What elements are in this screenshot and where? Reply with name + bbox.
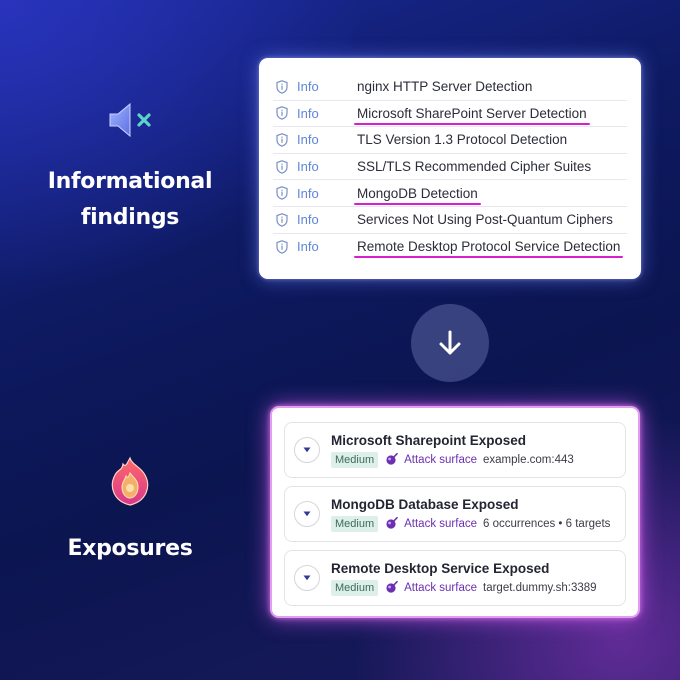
finding-row[interactable]: Info Services Not Using Post-Quantum Cip… (273, 207, 627, 234)
severity-badge: Medium (331, 579, 379, 596)
finding-name: TLS Version 1.3 Protocol Detection (357, 132, 568, 148)
finding-name: Services Not Using Post-Quantum Ciphers (357, 212, 613, 228)
exposure-card[interactable]: MongoDB Database Exposed Medium Attack s… (284, 486, 626, 542)
informational-title-line1: Informational (47, 169, 213, 194)
attack-surface-label: Attack surface (404, 517, 477, 530)
shield-info-icon (276, 79, 288, 94)
finding-row[interactable]: Info TLS Version 1.3 Protocol Detection (273, 127, 627, 154)
finding-name: SSL/TLS Recommended Cipher Suites (357, 159, 592, 175)
shield-info-icon (276, 159, 288, 174)
expand-button[interactable] (294, 437, 320, 463)
finding-row[interactable]: Info Remote Desktop Protocol Service Det… (273, 234, 627, 261)
attack-surface-label: Attack surface (404, 581, 477, 594)
finding-severity-label: Info (297, 79, 319, 95)
shield-info-icon (276, 240, 288, 254)
shield-info-icon (276, 212, 288, 227)
finding-severity-label: Info (297, 185, 319, 201)
attack-surface-label: Attack surface (404, 453, 477, 466)
finding-row[interactable]: Info SSL/TLS Recommended Cipher Suites (273, 154, 627, 181)
finding-row[interactable]: Info nginx HTTP Server Detection (273, 74, 627, 101)
informational-section: Informational findings (40, 100, 220, 236)
finding-severity-label: Info (297, 105, 319, 121)
exposure-list: Microsoft Sharepoint Exposed Medium Atta… (284, 422, 626, 606)
exposures-panel: Microsoft Sharepoint Exposed Medium Atta… (270, 406, 640, 618)
exposure-card[interactable]: Microsoft Sharepoint Exposed Medium Atta… (284, 422, 626, 478)
finding-severity-label: Info (297, 132, 319, 148)
exposure-title: Remote Desktop Service Exposed (331, 560, 550, 576)
flame-badge-icon (111, 456, 149, 506)
attack-surface-icon (386, 581, 398, 593)
informational-findings-panel: Info nginx HTTP Server Detection Info Mi… (259, 58, 641, 279)
severity-badge: Medium (331, 515, 379, 532)
finding-severity: Info (273, 186, 357, 201)
shield-info-icon (276, 186, 288, 201)
finding-severity: Info (273, 212, 357, 227)
exposure-title: Microsoft Sharepoint Exposed (331, 432, 527, 448)
exposures-title: Exposures (67, 536, 193, 561)
finding-severity-label: Info (297, 239, 319, 255)
shield-info-icon (276, 106, 288, 121)
flow-arrow (411, 304, 489, 382)
finding-severity: Info (273, 159, 357, 174)
exposure-card[interactable]: Remote Desktop Service Exposed Medium At… (284, 550, 626, 606)
finding-severity-label: Info (297, 159, 319, 175)
caret-down-icon (303, 575, 311, 581)
informational-title-line2: findings (80, 205, 180, 230)
finding-row[interactable]: Info MongoDB Detection (273, 180, 627, 207)
severity-badge: Medium (331, 451, 379, 468)
attack-surface-icon (386, 453, 398, 465)
findings-list: Info nginx HTTP Server Detection Info Mi… (273, 74, 627, 260)
caret-down-icon (303, 511, 311, 517)
finding-name: Remote Desktop Protocol Service Detectio… (353, 239, 624, 259)
attack-surface-icon (386, 517, 398, 529)
finding-severity: Info (273, 106, 357, 121)
finding-name: MongoDB Detection (354, 185, 481, 205)
finding-name: Microsoft SharePoint Server Detection (354, 105, 590, 125)
exposures-section: Exposures (40, 455, 220, 567)
exposure-detail: 6 occurrences • 6 targets (483, 517, 611, 530)
arrow-down-icon (439, 330, 461, 355)
finding-severity: Info (273, 239, 357, 254)
expand-button[interactable] (294, 501, 320, 527)
shield-info-icon (276, 133, 288, 147)
finding-row[interactable]: Info Microsoft SharePoint Server Detecti… (273, 101, 627, 128)
exposure-detail: example.com:443 (483, 453, 574, 466)
finding-severity: Info (273, 79, 357, 94)
exposure-detail: target.dummy.sh:3389 (483, 581, 597, 594)
finding-severity-label: Info (297, 212, 319, 228)
speaker-muted-icon (109, 102, 151, 138)
finding-name: nginx HTTP Server Detection (357, 79, 533, 95)
expand-button[interactable] (294, 565, 320, 591)
caret-down-icon (303, 447, 311, 453)
finding-severity: Info (273, 132, 357, 147)
exposure-title: MongoDB Database Exposed (331, 496, 519, 512)
